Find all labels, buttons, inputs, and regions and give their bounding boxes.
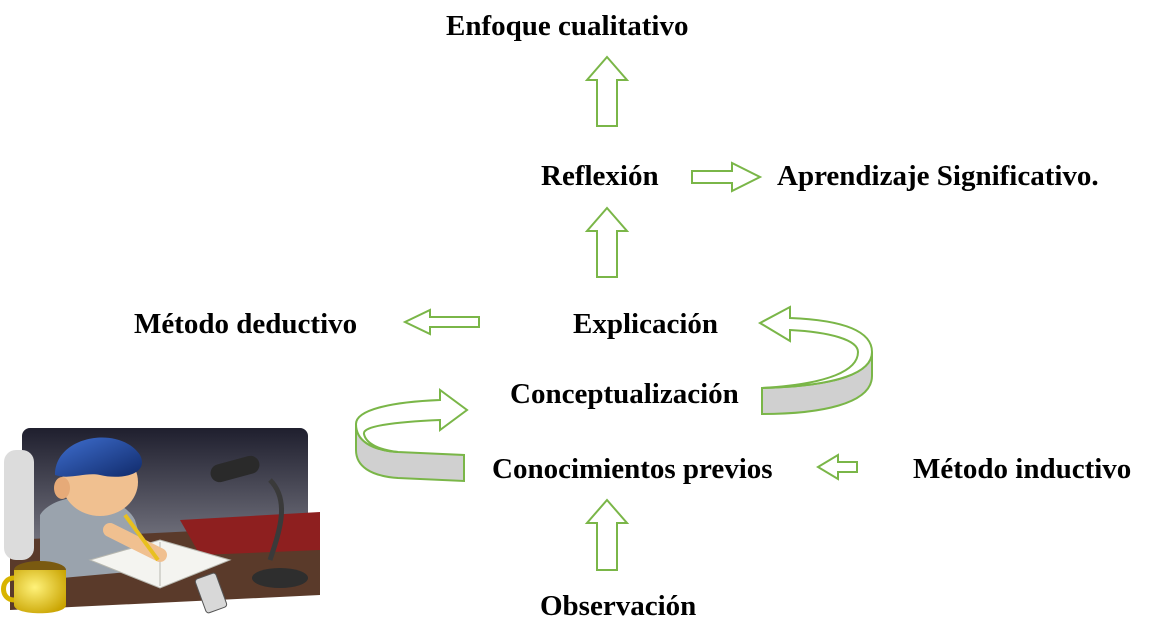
student-studying-icon (1, 428, 320, 614)
label-metodo-inductivo: Método inductivo (913, 453, 1132, 485)
arrow-left-explicacion-to-deductivo (402, 308, 480, 336)
arrow-up-reflexion-to-enfoque (584, 55, 630, 127)
label-explicacion: Explicación (573, 308, 719, 340)
label-metodo-deductivo: Método deductivo (134, 308, 358, 340)
curved-arrow-conceptualizacion-to-explicacion (757, 305, 874, 416)
curved-arrow-conocimientos-to-conceptualizacion (354, 388, 469, 483)
arrow-up-observacion-to-conocimientos (584, 498, 630, 571)
label-aprendizaje-significativo: Aprendizaje Significativo. (777, 160, 1099, 192)
arrow-right-reflexion-to-aprendizaje (691, 161, 763, 193)
arrow-left-inductivo-to-conocimientos (816, 453, 858, 481)
label-conocimientos-previos: Conocimientos previos (492, 453, 773, 485)
arrow-up-explicacion-to-reflexion (584, 206, 630, 278)
label-conceptualizacion: Conceptualización (510, 378, 739, 410)
label-reflexion: Reflexión (541, 160, 659, 192)
label-observacion: Observación (540, 590, 697, 622)
label-enfoque-cualitativo: Enfoque cualitativo (446, 10, 689, 42)
